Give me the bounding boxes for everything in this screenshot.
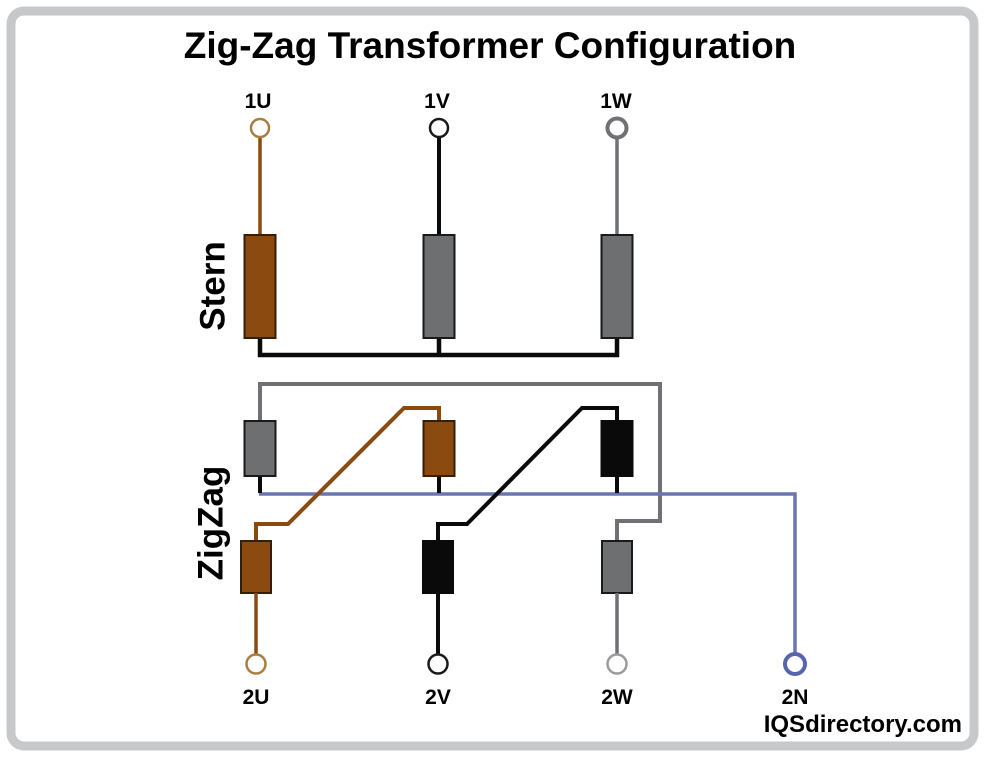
zig-neutral-stubs — [258, 476, 619, 493]
terminal-2n-circle — [783, 652, 807, 676]
terminal-1u-label: 1U — [245, 90, 272, 113]
terminal-2w-label: 2W — [601, 686, 633, 709]
zag-link-black — [436, 406, 619, 541]
star-point-bus — [257, 338, 620, 358]
winding-zag-gray — [601, 540, 633, 594]
winding-zag-brown — [240, 540, 272, 594]
neutral-line — [259, 492, 797, 654]
terminal-1w-circle — [605, 116, 629, 140]
winding-zig-brown — [422, 420, 456, 477]
terminal-1v-label: 1V — [424, 90, 450, 113]
winding-zag-black — [422, 540, 454, 594]
section-label-stern: Stern — [194, 241, 233, 330]
diagram-title: Zig-Zag Transformer Configuration — [184, 25, 797, 66]
section-label-zigzag: ZigZag — [192, 466, 231, 581]
terminal-1u-circle — [249, 117, 271, 139]
terminal-2v-label: 2V — [425, 686, 451, 709]
winding-stern-u — [243, 234, 277, 339]
watermark-text: IQSdirectory.com — [764, 711, 962, 738]
winding-zig-black — [600, 420, 634, 477]
terminal-1w-label: 1W — [600, 90, 632, 113]
gray-bracket-link — [258, 382, 662, 541]
terminal-1v-circle — [428, 117, 450, 139]
winding-stern-v — [422, 234, 456, 339]
terminal-2w-circle — [606, 653, 628, 675]
terminal-2v-circle — [427, 653, 449, 675]
zig-link-brown — [254, 406, 441, 541]
winding-stern-w — [600, 234, 634, 339]
frame-border — [6, 6, 979, 751]
terminal-2u-label: 2U — [243, 686, 270, 709]
terminal-2n-label: 2N — [782, 686, 809, 709]
winding-zig-gray — [243, 420, 277, 477]
terminal-2u-circle — [245, 653, 267, 675]
